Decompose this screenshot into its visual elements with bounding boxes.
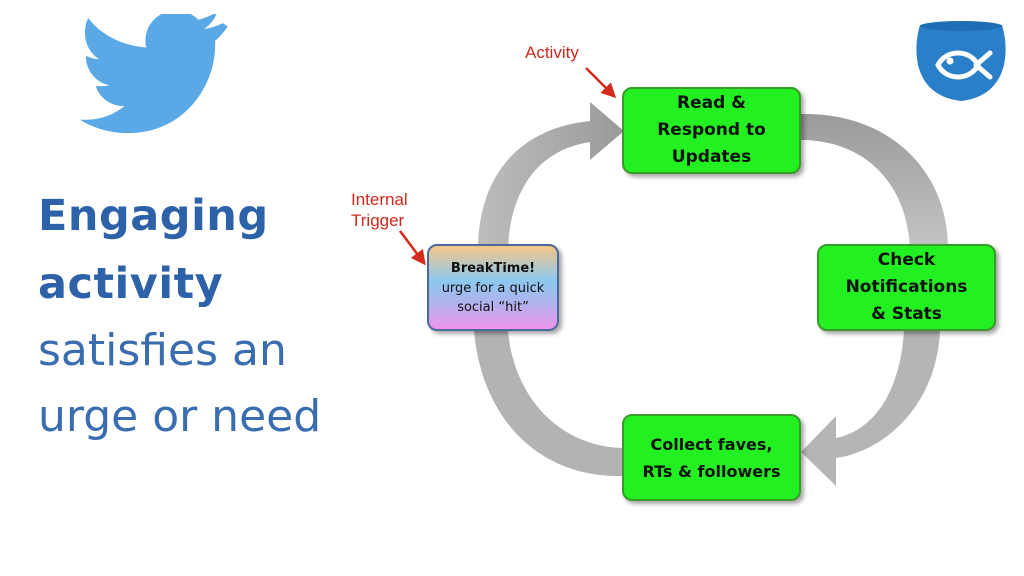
read-respond-line-2: Respond to xyxy=(657,120,766,140)
headline-line-2: activity xyxy=(38,259,224,309)
cycle-arrow-right-down xyxy=(801,113,948,248)
fishbowl-icon xyxy=(916,21,1006,101)
internal-trigger-line-2: Trigger xyxy=(351,211,405,230)
headline-line-4: urge or need xyxy=(38,391,322,442)
trigger-pointer-arrow xyxy=(399,230,426,266)
activity-pointer-arrow xyxy=(585,67,617,99)
headline: Engaging activity satisfies an urge or n… xyxy=(38,182,321,450)
twitter-bird-icon xyxy=(79,14,228,134)
check-notifications-line-3: & Stats xyxy=(871,304,942,324)
check-notifications-line-1: Check xyxy=(877,250,936,270)
read-respond-line-3: Updates xyxy=(671,147,752,167)
headline-line-3: satisfies an xyxy=(38,325,287,376)
read-respond-node: Read & Respond to Updates xyxy=(622,87,801,174)
internal-trigger-line-1: Internal xyxy=(351,190,408,209)
trigger-title: BreakTime! xyxy=(450,260,536,276)
read-respond-line-1: Read & xyxy=(676,93,746,113)
activity-annotation: Activity xyxy=(525,43,579,62)
trigger-line-1: urge for a quick xyxy=(441,280,545,296)
trigger-line-2: social “hit” xyxy=(457,299,529,315)
cycle-arrow-bottom-right xyxy=(801,331,940,486)
internal-trigger-annotation: Internal Trigger xyxy=(351,189,408,231)
breaktime-trigger-node: BreakTime! urge for a quick social “hit” xyxy=(427,244,559,331)
collect-faves-line-2: RTs & followers xyxy=(642,461,781,481)
collect-faves-node: Collect faves, RTs & followers xyxy=(622,414,801,501)
check-notifications-node: Check Notifications & Stats xyxy=(817,244,996,331)
check-notifications-line-2: Notifications xyxy=(845,277,968,297)
cycle-arrow-left-up xyxy=(478,102,624,250)
cycle-arrow-bottom-left xyxy=(474,331,622,477)
collect-faves-line-1: Collect faves, xyxy=(650,434,773,454)
headline-line-1: Engaging xyxy=(38,191,269,241)
